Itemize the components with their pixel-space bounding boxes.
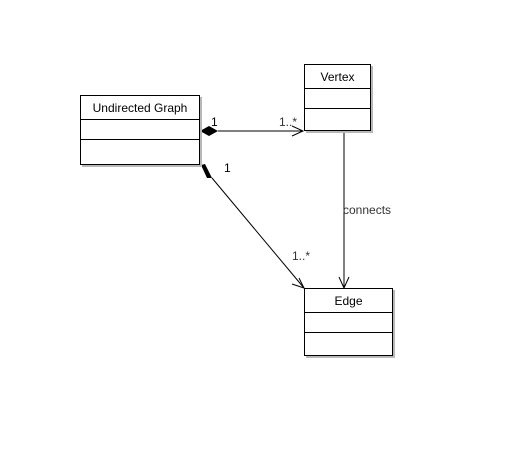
class-edge[interactable]: Edge [304,288,393,356]
multiplicity-target-graph-edge: 1..* [292,249,311,263]
class-name: Undirected Graph [81,96,199,120]
composition-diamond-icon [201,164,212,178]
operations-compartment [305,109,370,130]
multiplicity-target-graph-vertex: 1..* [279,115,298,129]
open-arrowhead-icon [291,125,305,137]
class-name: Vertex [305,65,370,89]
association-label-connects: connects [343,203,392,217]
operations-compartment [305,333,392,355]
class-vertex[interactable]: Vertex [304,64,371,131]
multiplicity-source-graph-vertex: 1 [211,115,218,129]
composition-diamond-icon [200,126,218,136]
class-name: Edge [305,289,392,313]
attributes-compartment [305,313,392,333]
association-graph-edge[interactable] [201,164,305,289]
attributes-compartment [81,120,199,140]
class-undirected-graph[interactable]: Undirected Graph [80,95,200,165]
multiplicity-source-graph-edge: 1 [224,161,231,175]
attributes-compartment [305,89,370,109]
association-graph-vertex[interactable] [200,125,305,137]
operations-compartment [81,140,199,164]
